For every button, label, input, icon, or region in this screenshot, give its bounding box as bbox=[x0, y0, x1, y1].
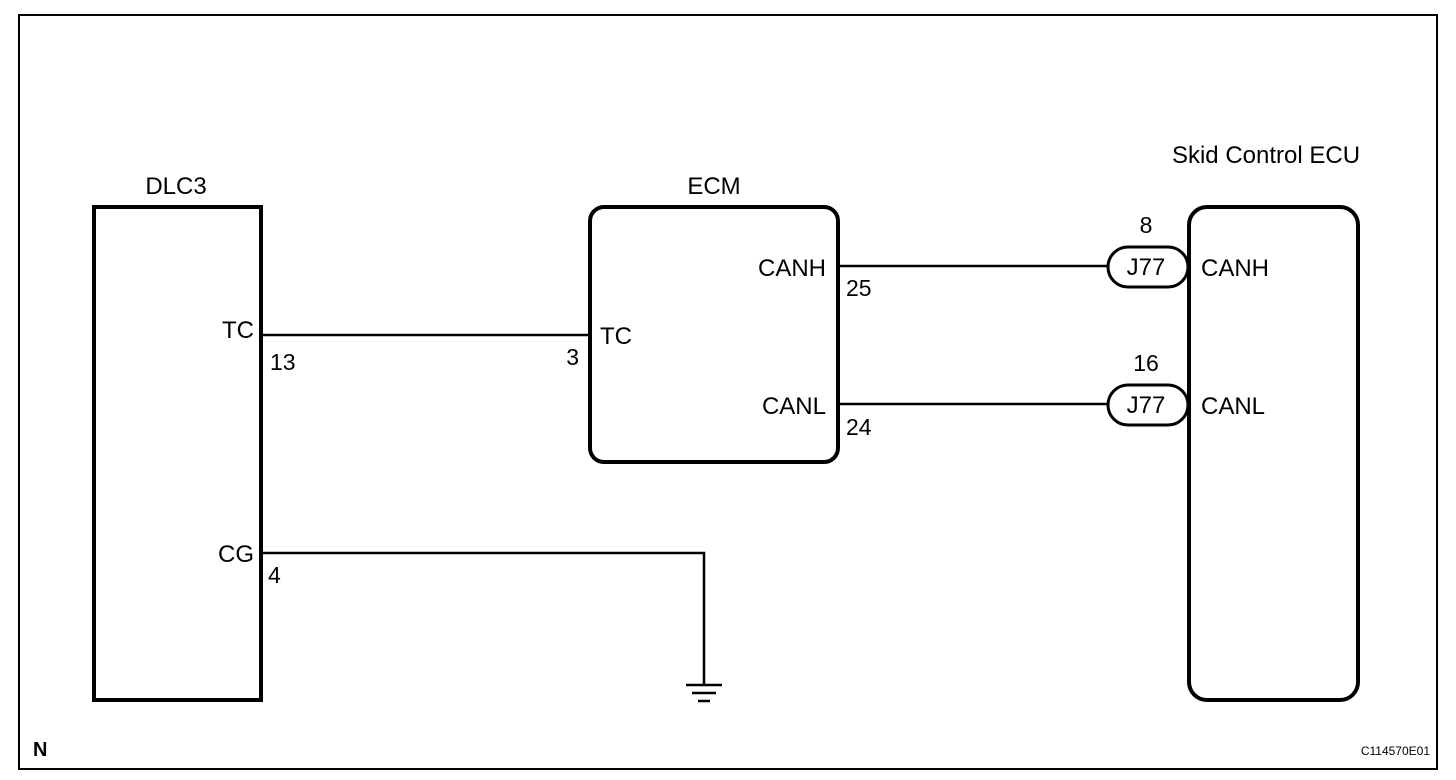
skid-control-ecu-label: Skid Control ECU bbox=[1172, 142, 1360, 169]
ground-symbol bbox=[686, 683, 722, 703]
ecm-tc-terminal: TC bbox=[600, 323, 632, 350]
figure-code: C114570E01 bbox=[1361, 744, 1430, 758]
skid-canl-terminal: CANL bbox=[1201, 393, 1265, 420]
ecm-canl-terminal: CANL bbox=[762, 393, 826, 420]
ecm-canh-pin: 25 bbox=[846, 275, 872, 301]
connector-j77-canl bbox=[1106, 383, 1190, 427]
skid-canh-pin: 8 bbox=[1140, 212, 1153, 238]
connector-j77-canh bbox=[1106, 245, 1190, 289]
skid-canh-terminal: CANH bbox=[1201, 255, 1269, 282]
ecm-label: ECM bbox=[687, 173, 740, 200]
diagram-frame bbox=[18, 14, 1438, 770]
ecm-tc-pin: 3 bbox=[566, 344, 579, 370]
connector-j77-canh-label: J77 bbox=[1127, 254, 1166, 281]
ecm-canh-terminal: CANH bbox=[758, 255, 826, 282]
skid-control-ecu-box bbox=[1187, 205, 1360, 702]
dlc3-box bbox=[92, 205, 263, 702]
ecm-box bbox=[588, 205, 840, 464]
corner-mark: N bbox=[33, 739, 47, 761]
dlc3-cg-pin: 4 bbox=[268, 562, 281, 588]
skid-canl-pin: 16 bbox=[1133, 350, 1159, 376]
dlc3-label: DLC3 bbox=[145, 173, 206, 200]
dlc3-tc-pin: 13 bbox=[270, 349, 296, 375]
dlc3-tc-terminal: TC bbox=[222, 317, 254, 344]
connector-j77-canl-label: J77 bbox=[1127, 392, 1166, 419]
ecm-canl-pin: 24 bbox=[846, 414, 872, 440]
dlc3-cg-terminal: CG bbox=[218, 541, 254, 568]
wire-cg bbox=[262, 551, 706, 685]
